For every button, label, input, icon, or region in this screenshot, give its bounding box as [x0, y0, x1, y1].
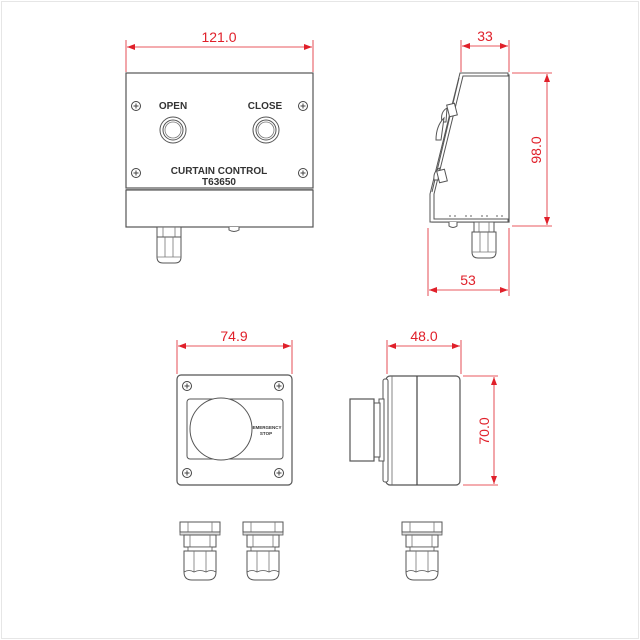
close-label: CLOSE [248, 101, 283, 112]
product-title-label: CURTAIN CONTROL [171, 166, 267, 177]
close-button-icon [252, 116, 280, 144]
front-view: 121.0 OPEN CLOSE CURTAIN CONTROL T63650 [125, 29, 314, 264]
estop-side-housing [385, 375, 461, 486]
screw-icon [131, 168, 141, 178]
width-dimension: 121.0 [125, 29, 314, 72]
estop-height-dimension: 70.0 [463, 375, 498, 486]
cable-gland-icon [401, 521, 443, 581]
height-dim-label: 98.0 [528, 136, 544, 163]
top-depth-dimension: 33 [460, 28, 510, 72]
screw-icon [131, 101, 141, 111]
estop-depth-dim-label: 48.0 [410, 328, 437, 344]
cable-gland-icon [242, 521, 284, 581]
screw-icon [298, 101, 308, 111]
estop-depth-dimension: 48.0 [386, 328, 462, 374]
screw-icon [298, 168, 308, 178]
front-faceplate [125, 72, 314, 189]
cable-gland-icon [156, 226, 182, 264]
cable-glands [179, 521, 443, 581]
estop-mushroom-button-icon [189, 397, 253, 461]
emergency-label: EMERGENCY [252, 425, 281, 430]
estop-front-view: 74.9 EMERGENCY STOP [176, 328, 293, 486]
top-depth-dim-label: 33 [477, 28, 493, 44]
enclosure-base [125, 189, 314, 228]
open-button-icon [159, 116, 187, 144]
model-number-label: T63650 [202, 177, 236, 188]
estop-cap-icon [349, 398, 375, 462]
estop-width-dim-label: 74.9 [220, 328, 247, 344]
screw-icon [182, 468, 192, 478]
screw-icon [182, 381, 192, 391]
open-label: OPEN [159, 101, 187, 112]
cable-gland-icon [179, 521, 221, 581]
bottom-depth-dimension: 53 [427, 228, 510, 296]
width-dim-label: 121.0 [201, 29, 236, 45]
estop-side-view: 48.0 70.0 [349, 328, 498, 486]
estop-width-dimension: 74.9 [176, 328, 293, 374]
stop-label: STOP [260, 431, 272, 436]
height-dimension: 98.0 [512, 72, 552, 227]
screw-icon [274, 381, 284, 391]
cable-gland-icon [471, 221, 497, 259]
bottom-depth-dim-label: 53 [460, 272, 476, 288]
side-view: 33 98.0 53 [427, 28, 552, 296]
estop-height-dim-label: 70.0 [476, 417, 492, 444]
screw-icon [274, 468, 284, 478]
